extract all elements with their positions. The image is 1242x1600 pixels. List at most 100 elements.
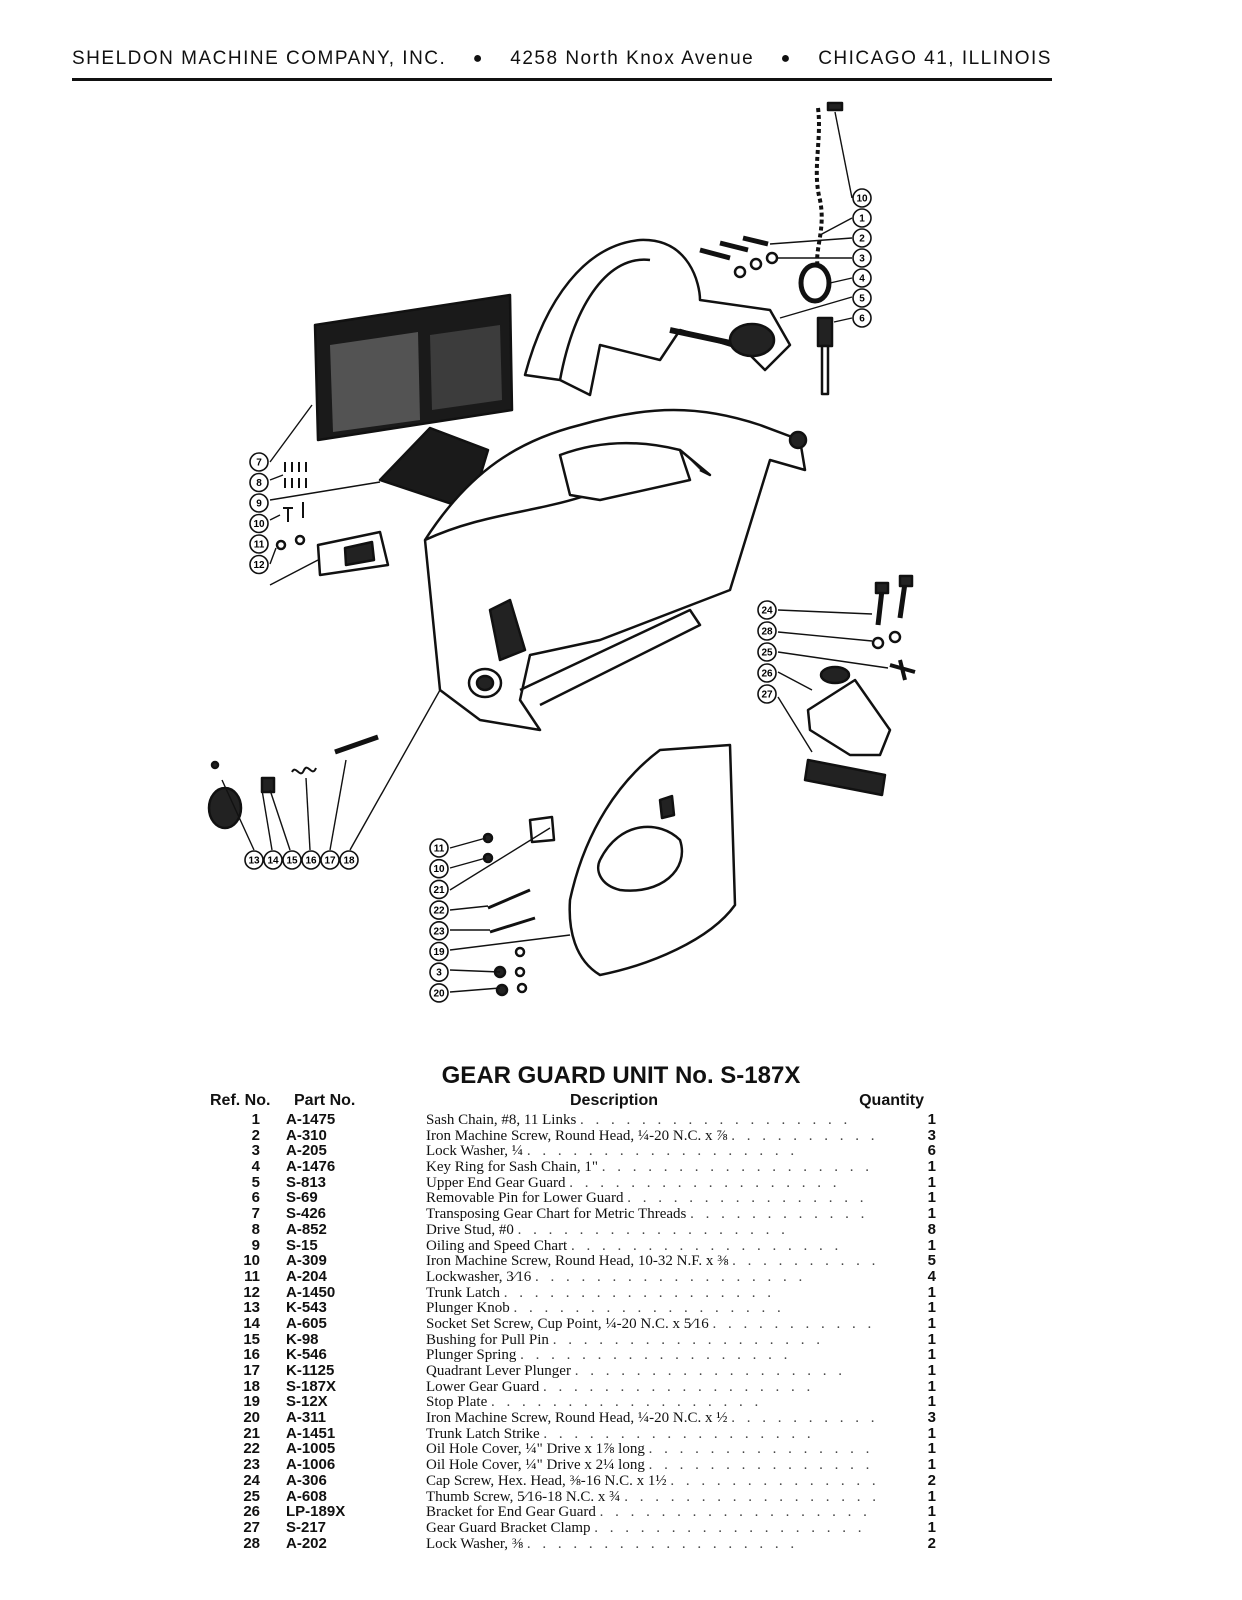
ref-no: 11 bbox=[244, 1267, 260, 1285]
part-no: LP-189X bbox=[286, 1503, 346, 1521]
ref-no: 3 bbox=[251, 1142, 260, 1160]
callout-circle bbox=[249, 554, 269, 575]
part-no: A-605 bbox=[286, 1314, 327, 1332]
callout-number: 14 bbox=[267, 856, 279, 867]
description: Gear Guard Bracket Clamp . . . . . . . .… bbox=[426, 1520, 866, 1536]
description: Trunk Latch . . . . . . . . . . . . . . … bbox=[426, 1285, 776, 1301]
stop-plate-cover bbox=[528, 743, 737, 977]
company-city: CHICAGO 41, ILLINOIS bbox=[818, 48, 1052, 69]
callout-circle bbox=[429, 920, 449, 941]
ref-no: 23 bbox=[243, 1456, 260, 1474]
table-row: 1 A-1475 Sash Chain, #8, 11 Links . . . . … bbox=[210, 1112, 950, 1128]
description: Lock Washer, ¼ . . . . . . . . . . . . .… bbox=[426, 1144, 799, 1160]
part-no: S-813 bbox=[286, 1173, 327, 1191]
part-no: K-98 bbox=[286, 1330, 319, 1348]
ref-no: 20 bbox=[243, 1409, 260, 1427]
callout-number: 6 bbox=[859, 314, 865, 325]
callout-circle bbox=[429, 858, 449, 879]
callout-number: 21 bbox=[433, 885, 445, 896]
quantity: 1 bbox=[927, 1456, 936, 1474]
oiling-speed-chart bbox=[378, 426, 490, 512]
part-no: S-69 bbox=[286, 1189, 318, 1207]
callout-circle bbox=[339, 850, 359, 870]
description: Socket Set Screw, Cup Point, ¼-20 N.C. x… bbox=[426, 1316, 876, 1332]
quantity: 1 bbox=[927, 1377, 936, 1395]
col-part-no: Part No. bbox=[294, 1092, 356, 1109]
callout-circle bbox=[757, 684, 777, 704]
description: Oil Hole Cover, ¼" Drive x 2¼ long . . .… bbox=[426, 1458, 876, 1474]
description: Thumb Screw, 5⁄16-18 N.C. x ¾ . . . . . … bbox=[426, 1489, 876, 1505]
quantity: 1 bbox=[927, 1424, 936, 1442]
upper-screws bbox=[699, 235, 779, 279]
page-header: SHELDON MACHINE COMPANY, INC. ● 4258 Nor… bbox=[72, 44, 1052, 81]
company-name: SHELDON MACHINE COMPANY, INC. bbox=[72, 48, 447, 69]
ref-no: 25 bbox=[243, 1487, 260, 1505]
description: Oil Hole Cover, ¼" Drive x 1⅞ long . . .… bbox=[426, 1442, 876, 1458]
description: Sash Chain, #8, 11 Links . . . . . . . .… bbox=[426, 1113, 852, 1128]
description: Plunger Spring . . . . . . . . . . . . .… bbox=[426, 1348, 792, 1364]
ref-no: 19 bbox=[243, 1393, 260, 1411]
callout-circle bbox=[757, 621, 777, 641]
description: Plunger Knob . . . . . . . . . . . . . .… bbox=[426, 1301, 785, 1317]
callout-number: 3 bbox=[859, 254, 865, 265]
parts-table: Ref. No. Part No. Description Quantity 1… bbox=[210, 1092, 950, 1551]
quantity: 1 bbox=[927, 1330, 936, 1348]
ref-no: 8 bbox=[251, 1220, 260, 1238]
callout-circle bbox=[249, 513, 269, 534]
bracket-assembly bbox=[803, 574, 916, 797]
quantity: 3 bbox=[927, 1409, 936, 1427]
callout-number: 20 bbox=[433, 988, 445, 999]
callout-circle bbox=[757, 600, 777, 620]
quantity: 2 bbox=[927, 1534, 936, 1552]
part-no: A-1475 bbox=[286, 1111, 336, 1128]
parts-table-body: 1 A-1475 Sash Chain, #8, 11 Links . . . . … bbox=[210, 1112, 950, 1552]
description: Removable Pin for Lower Guard . . . . . … bbox=[426, 1191, 876, 1207]
ref-no: 5 bbox=[251, 1173, 260, 1191]
parts-table-header: Ref. No. Part No. Description Quantity bbox=[210, 1092, 950, 1112]
callout-number: 8 bbox=[256, 478, 262, 489]
callout-number: 25 bbox=[761, 648, 773, 659]
ref-no: 13 bbox=[243, 1299, 260, 1317]
part-no: A-1450 bbox=[286, 1283, 336, 1301]
callout-circle bbox=[429, 962, 449, 983]
small-hardware bbox=[482, 832, 536, 997]
callout-circle bbox=[429, 838, 449, 858]
quantity: 8 bbox=[927, 1220, 936, 1238]
part-no: S-12X bbox=[286, 1393, 328, 1411]
callout-circle bbox=[757, 642, 777, 662]
quantity: 1 bbox=[927, 1111, 936, 1128]
ref-no: 10 bbox=[243, 1252, 260, 1270]
callout-circle bbox=[249, 493, 269, 513]
col-ref-no: Ref. No. bbox=[210, 1092, 271, 1109]
quantity: 1 bbox=[927, 1189, 936, 1207]
description: Iron Machine Screw, Round Head, ¼-20 N.C… bbox=[426, 1128, 876, 1144]
callout-circle bbox=[249, 452, 269, 472]
ref-no: 24 bbox=[243, 1471, 260, 1489]
quantity: 3 bbox=[927, 1126, 936, 1144]
ref-no: 16 bbox=[243, 1346, 260, 1364]
part-no: S-217 bbox=[286, 1518, 327, 1536]
ref-no: 17 bbox=[243, 1362, 260, 1379]
sash-chain bbox=[814, 101, 844, 269]
callout-circle bbox=[249, 534, 269, 554]
ref-no: 15 bbox=[243, 1330, 260, 1348]
ref-no: 27 bbox=[243, 1518, 260, 1536]
ref-no: 21 bbox=[243, 1424, 260, 1442]
callout-number: 15 bbox=[286, 856, 298, 867]
part-no: A-1451 bbox=[286, 1424, 336, 1442]
part-no: K-546 bbox=[286, 1346, 327, 1364]
col-quantity: Quantity bbox=[859, 1092, 924, 1109]
callout-number: 24 bbox=[761, 606, 773, 617]
description: Lockwasher, 3⁄16 . . . . . . . . . . . .… bbox=[426, 1269, 807, 1285]
